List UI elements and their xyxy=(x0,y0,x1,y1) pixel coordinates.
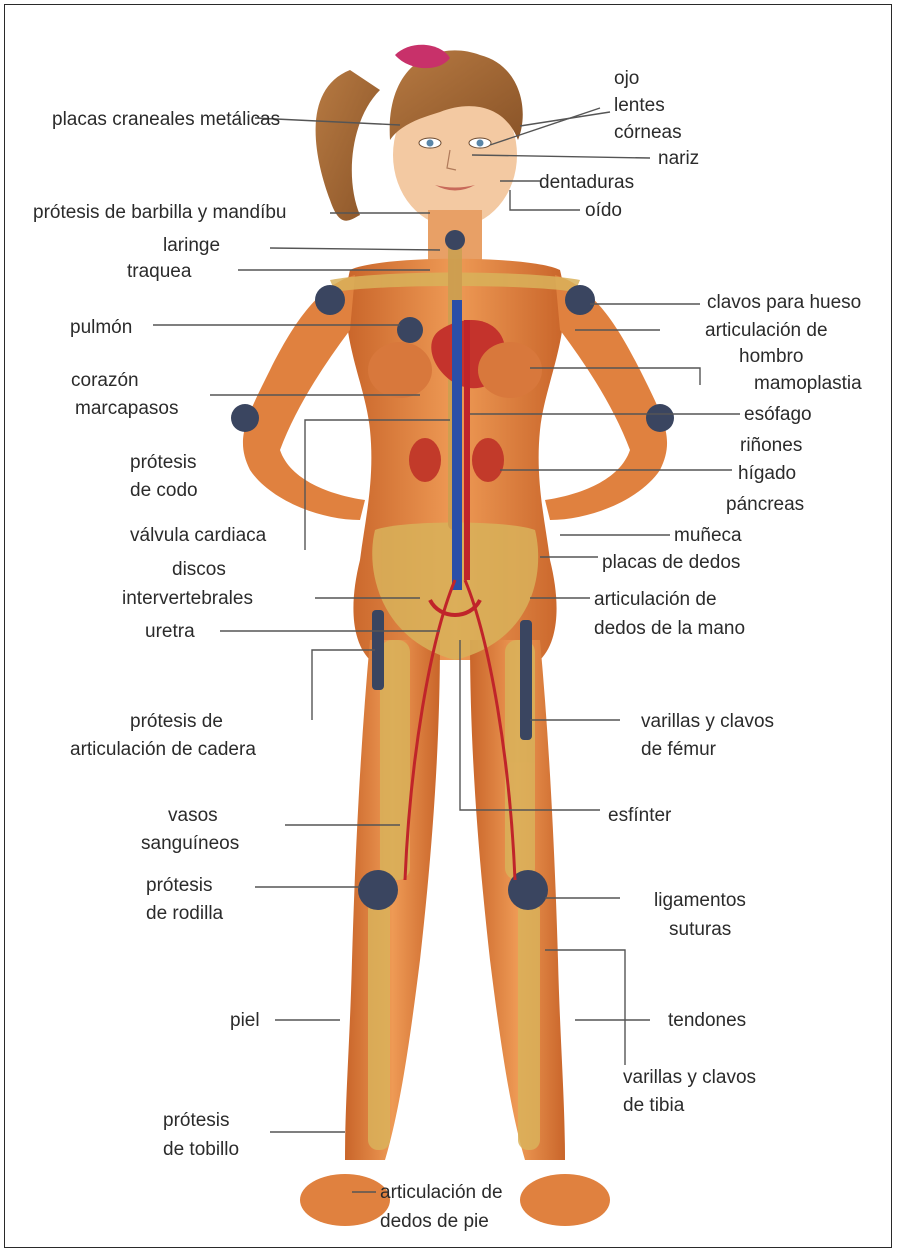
label-cadera-1: prótesis de xyxy=(130,711,223,732)
label-marcapasos: marcapasos xyxy=(75,398,179,419)
hair-ponytail xyxy=(316,70,380,221)
label-traquea: traquea xyxy=(127,261,192,282)
pacemaker xyxy=(397,317,423,343)
label-art-mano-1: articulación de xyxy=(594,589,717,610)
label-rodilla-1: prótesis xyxy=(146,875,213,896)
label-ojo: ojo xyxy=(614,68,639,89)
label-art-mano-2: dedos de la mano xyxy=(594,618,745,639)
label-ligamentos: ligamentos xyxy=(654,890,746,911)
label-protesis-codo-2: de codo xyxy=(130,480,198,501)
label-tobillo-1: prótesis xyxy=(163,1110,230,1131)
label-laringe: laringe xyxy=(163,235,220,256)
label-cadera-2: articulación de cadera xyxy=(70,739,256,760)
vena-cava xyxy=(452,300,462,590)
label-articulacion-hombro: articulación de xyxy=(705,320,828,341)
label-nariz: nariz xyxy=(658,148,699,169)
label-rinones: riñones xyxy=(740,435,802,456)
label-suturas: suturas xyxy=(669,919,731,940)
label-mamoplastia: mamoplastia xyxy=(754,373,862,394)
label-piel: piel xyxy=(230,1010,260,1031)
label-hombro: hombro xyxy=(739,346,803,367)
foot-right xyxy=(520,1174,610,1226)
scrunchie xyxy=(395,45,450,68)
label-pancreas: páncreas xyxy=(726,494,804,515)
aorta xyxy=(464,320,470,580)
label-rodilla-2: de rodilla xyxy=(146,903,224,924)
label-tendones: tendones xyxy=(668,1010,746,1031)
label-femur-1: varillas y clavos xyxy=(641,711,774,732)
kidney-left xyxy=(409,438,441,482)
label-corazon: corazón xyxy=(71,370,139,391)
label-tibia-2: de tibia xyxy=(623,1095,685,1116)
label-uretra: uretra xyxy=(145,621,195,642)
label-esofago: esófago xyxy=(744,404,812,425)
label-tobillo-2: de tobillo xyxy=(163,1139,239,1160)
label-discos-2: intervertebrales xyxy=(122,588,253,609)
label-discos-1: discos xyxy=(172,559,226,580)
arm-left xyxy=(243,275,365,520)
knee-implant-left xyxy=(358,870,398,910)
label-oido: oído xyxy=(585,200,622,221)
hip-rod-right xyxy=(520,620,532,740)
label-dentaduras: dentaduras xyxy=(539,172,634,193)
label-lentes: lentes xyxy=(614,95,665,116)
breast-left xyxy=(368,342,432,398)
shoulder-implant-right xyxy=(565,285,595,315)
label-pulmon: pulmón xyxy=(70,317,132,338)
label-esfinter: esfínter xyxy=(608,805,672,826)
label-protesis-barbilla: prótesis de barbilla y mandíbu xyxy=(33,202,286,223)
label-placas-craneales: placas craneales metálicas xyxy=(52,109,280,130)
label-tibia-1: varillas y clavos xyxy=(623,1067,756,1088)
label-pie-2: dedos de pie xyxy=(380,1211,489,1232)
label-higado: hígado xyxy=(738,463,796,484)
label-placas-dedos: placas de dedos xyxy=(602,552,740,573)
elbow-implant-right xyxy=(646,404,674,432)
elbow-implant-left xyxy=(231,404,259,432)
label-vasos-2: sanguíneos xyxy=(141,833,239,854)
label-protesis-codo-1: prótesis xyxy=(130,452,197,473)
label-vasos-1: vasos xyxy=(168,805,218,826)
label-femur-2: de fémur xyxy=(641,739,717,760)
foot-left xyxy=(300,1174,390,1226)
breast-right xyxy=(478,342,542,398)
label-clavos-hueso: clavos para hueso xyxy=(707,292,861,313)
arm-right xyxy=(545,275,667,520)
shoulder-implant-left xyxy=(315,285,345,315)
label-pie-1: articulación de xyxy=(380,1182,503,1203)
label-valvula: válvula cardiaca xyxy=(130,525,267,546)
kidney-right xyxy=(472,438,504,482)
label-muneca: muñeca xyxy=(674,525,742,546)
label-corneas: córneas xyxy=(614,122,682,143)
larynx-implant xyxy=(445,230,465,250)
